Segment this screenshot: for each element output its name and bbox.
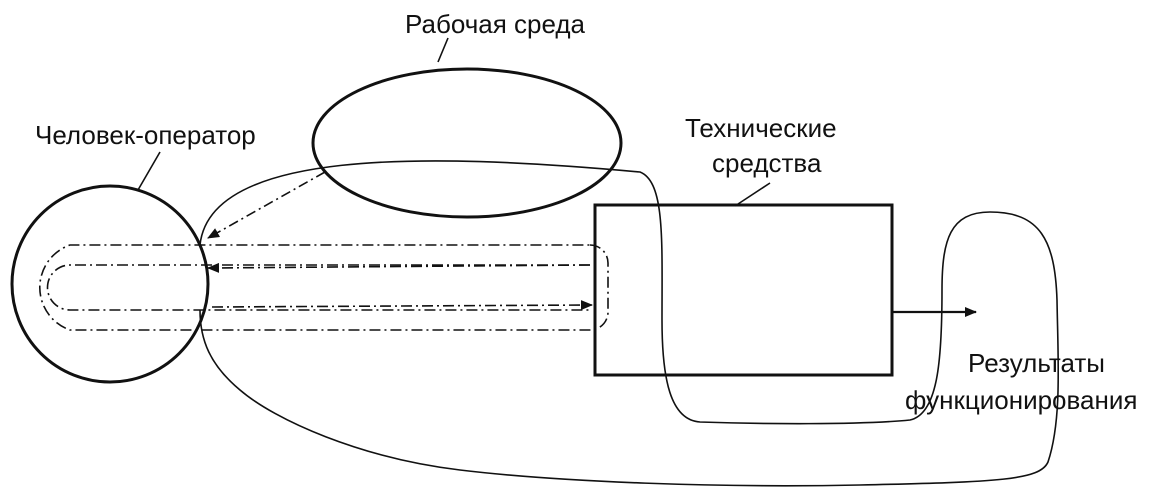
outer-control-loop [38,244,609,331]
technical-means-leader [734,182,771,207]
operator-leader [137,151,161,191]
work-environment-label: Рабочая среда [405,9,586,39]
technical-means-label-line1: Технические [685,113,837,143]
action-arrow-right [211,300,593,311]
results-label-line2: функционирования [905,385,1137,415]
inner-control-loop [46,264,590,311]
technical-means-rect [593,203,894,377]
technical-means-label-line2: средства [712,148,822,178]
human-operator-circle [10,184,210,384]
work-environment-leader [437,37,449,63]
operator-label: Человек-оператор [35,120,256,150]
environment-influence-arrow [207,171,326,239]
info-arrow-left [207,262,591,273]
results-label-line1: Результаты [968,348,1105,378]
system-boundary-curve [199,160,1060,487]
work-environment-ellipse [311,67,623,219]
